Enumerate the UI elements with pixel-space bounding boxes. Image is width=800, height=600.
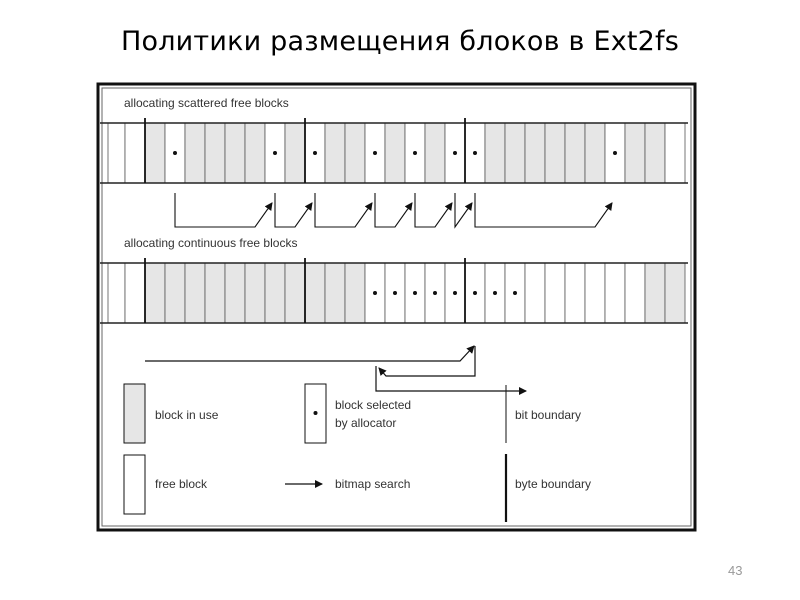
block-cell-used (244, 122, 266, 184)
block-cell-used (524, 122, 546, 184)
block-cell-used (164, 262, 186, 324)
block-cell-used (184, 122, 206, 184)
search-arrow (454, 193, 473, 229)
block-cell-used (304, 262, 326, 324)
legend-block-selected-1: block selected (335, 398, 411, 412)
legend-free-block: free block (155, 477, 208, 491)
block-cell-used (344, 122, 366, 184)
legend-block-selected-2: by allocator (335, 416, 396, 430)
block-cell-free (624, 262, 646, 324)
block-cell-free (564, 262, 586, 324)
block-cell-used (324, 262, 346, 324)
block-cell-used (624, 122, 646, 184)
block-cell-free (604, 262, 626, 324)
legend-bit-boundary: bit boundary (515, 408, 581, 422)
search-arrow (374, 193, 413, 228)
selected-dot-icon (373, 291, 377, 295)
block-cell-free (544, 262, 566, 324)
row-label-scattered: allocating scattered free blocks (124, 96, 289, 110)
block-cell-used (384, 122, 406, 184)
selected-dot-icon (393, 291, 397, 295)
selected-dot-icon (473, 291, 477, 295)
row-label-continuous: allocating continuous free blocks (124, 236, 297, 250)
block-cell-partial (107, 122, 126, 184)
selected-dot-icon (313, 151, 317, 155)
block-cell-used (224, 262, 246, 324)
selected-dot-icon (493, 291, 497, 295)
block-cell-used (644, 122, 666, 184)
block-cell-used (144, 122, 166, 184)
block-cell-free (584, 262, 606, 324)
selected-dot-icon (453, 291, 457, 295)
block-cell-free (664, 122, 686, 184)
legend-free-swatch (123, 454, 146, 515)
selected-dot-icon (413, 151, 417, 155)
selected-dot-icon (173, 151, 177, 155)
selected-dot-icon (433, 291, 437, 295)
selected-dot-icon (513, 291, 517, 295)
selected-dot-icon (613, 151, 617, 155)
selected-dot-icon (313, 411, 318, 415)
block-cell-used (484, 122, 506, 184)
legend-byte-boundary: byte boundary (515, 477, 591, 491)
legend-block-in-use: block in use (155, 408, 219, 422)
block-cell-used (144, 262, 166, 324)
legend: block in use block selected by allocator… (123, 383, 591, 522)
search-arrow (375, 366, 527, 395)
search-arrow (474, 193, 613, 228)
selected-dot-icon (473, 151, 477, 155)
block-cell-free (124, 122, 146, 184)
legend-bitmap-search: bitmap search (335, 477, 410, 491)
block-cell-used (284, 262, 306, 324)
block-cell-used (284, 122, 306, 184)
block-cell-used (564, 122, 586, 184)
block-cell-used (544, 122, 566, 184)
block-cell-used (664, 262, 686, 324)
selected-dot-icon (273, 151, 277, 155)
block-cell-used (424, 122, 446, 184)
block-cell-used (204, 122, 226, 184)
block-cell-used (224, 122, 246, 184)
slide-title: Политики размещения блоков в Ext2fs (120, 26, 680, 57)
search-arrow (414, 193, 453, 228)
selected-dot-icon (373, 151, 377, 155)
block-cell-used (184, 262, 206, 324)
block-cell-used (204, 262, 226, 324)
search-arrow (174, 193, 273, 228)
diagram-frame-inner (101, 87, 692, 527)
search-arrow (145, 345, 475, 362)
search-arrows-scattered (174, 193, 613, 229)
block-row-continuous (100, 258, 688, 324)
block-cell-used (504, 122, 526, 184)
block-cell-partial (107, 262, 126, 324)
search-arrow (378, 346, 476, 377)
search-arrow (314, 193, 373, 228)
legend-used-swatch (123, 383, 146, 444)
block-cell-used (344, 262, 366, 324)
block-cell-used (644, 262, 666, 324)
selected-dot-icon (453, 151, 457, 155)
block-cell-used (244, 262, 266, 324)
block-cell-free (524, 262, 546, 324)
block-row-scattered (100, 118, 688, 184)
block-cell-used (324, 122, 346, 184)
page-number: 43 (728, 563, 743, 578)
diagram-frame-outer (96, 82, 697, 532)
search-arrows-continuous (145, 345, 527, 395)
block-cell-free (124, 262, 146, 324)
block-cell-used (264, 262, 286, 324)
selected-dot-icon (413, 291, 417, 295)
block-cell-used (584, 122, 606, 184)
search-arrow (274, 193, 313, 228)
